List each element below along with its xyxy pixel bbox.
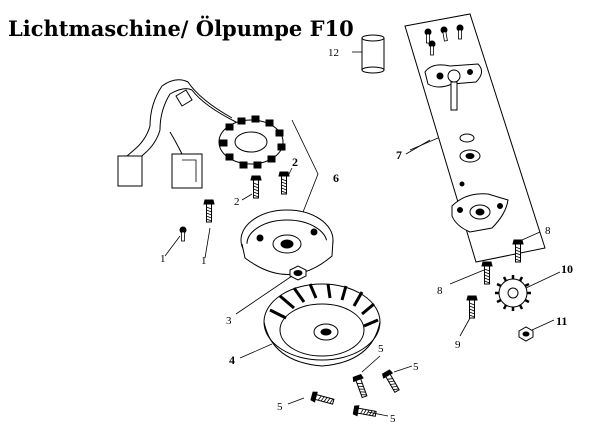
- callout-8b: 8: [437, 285, 443, 297]
- part-8-bolt-lower: [481, 261, 493, 285]
- callout-5d: 5: [390, 413, 396, 425]
- callout-7: 7: [396, 148, 402, 162]
- part-3-nut: [289, 265, 307, 281]
- part-5-bolt-a: [351, 373, 370, 399]
- callout-5c: 5: [277, 401, 283, 413]
- part-5-bolt-c: [310, 390, 336, 408]
- part-12-sleeve: [352, 34, 385, 74]
- callout-6: 6: [333, 171, 339, 185]
- part-10-sprocket: [495, 275, 531, 311]
- part-2-bolt-right: [278, 171, 290, 195]
- callout-10: 10: [561, 262, 573, 276]
- callout-4: 4: [229, 353, 235, 367]
- callout-3: 3: [226, 315, 232, 327]
- part-2-bolt-left: [250, 175, 262, 199]
- part-7-oil-pump-assembly: [404, 13, 546, 263]
- callout-1a: 1: [160, 253, 166, 265]
- callout-5a: 5: [378, 343, 384, 355]
- callout-11: 11: [556, 314, 567, 328]
- callout-9: 9: [455, 339, 461, 351]
- part-5-bolt-b: [381, 369, 402, 395]
- rotor-flywheel: [240, 209, 334, 275]
- callout-1b: 1: [201, 255, 207, 267]
- callout-2b: 2: [292, 155, 298, 169]
- part-4-cooling-fan: [263, 283, 381, 367]
- part-11-nut: [518, 326, 534, 342]
- part-1-screw-right: [203, 199, 215, 223]
- part-6-stator: [117, 79, 319, 241]
- part-8-bolt-upper: [512, 239, 524, 263]
- page-title: Lichtmaschine/ Ölpumpe F10: [8, 16, 354, 41]
- callout-5b: 5: [413, 361, 419, 373]
- part-5-bolt-d: [352, 404, 378, 420]
- part-9-bolt: [466, 295, 478, 319]
- leader-lines: [164, 139, 561, 417]
- part-1-screw-left: [179, 226, 187, 242]
- callout-2a: 2: [234, 196, 240, 208]
- callout-labels: 1 1 2 2 3 4 5 5 5 5 6 7 8 8 9 10 11 12: [160, 47, 573, 425]
- callout-8a: 8: [545, 225, 551, 237]
- callout-12: 12: [328, 47, 339, 59]
